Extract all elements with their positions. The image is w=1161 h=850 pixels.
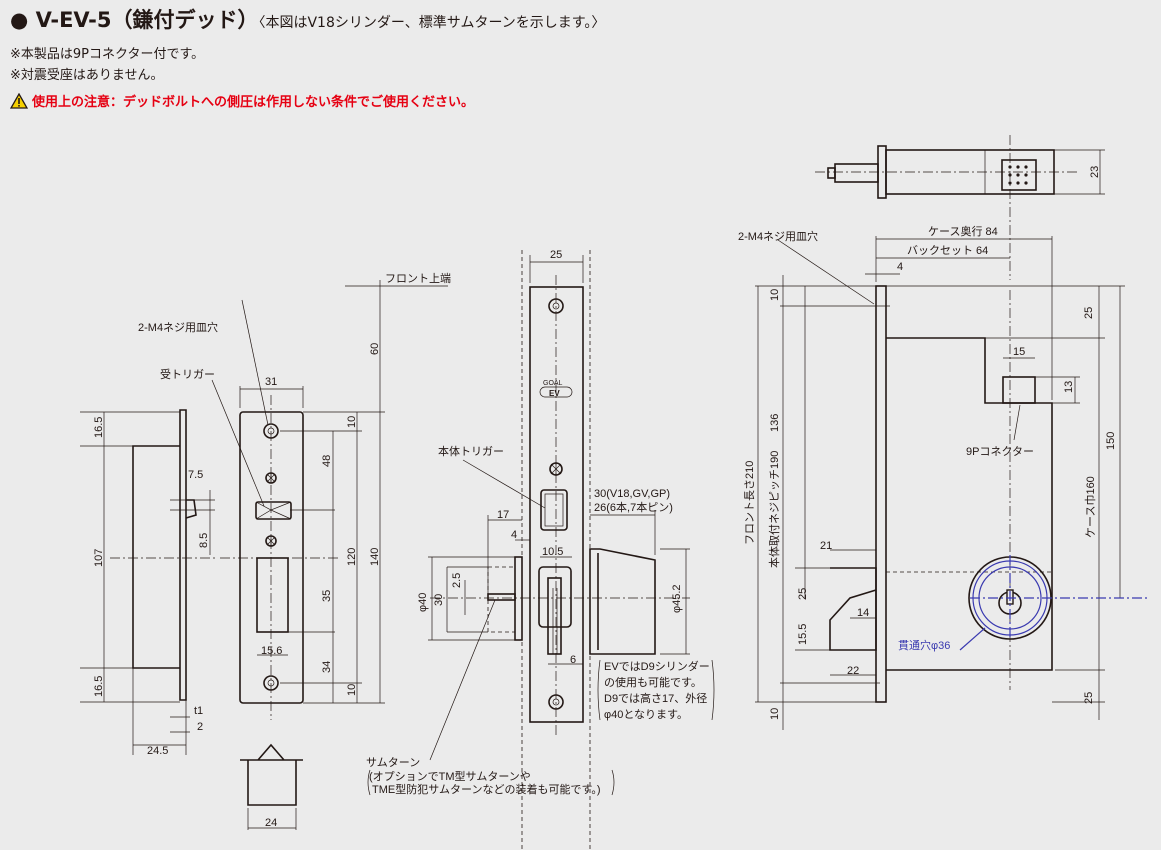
dim-case-bolt-h: 25	[797, 588, 809, 600]
dim-side-depth: 24.5	[147, 745, 168, 757]
dim-strike-window-h: 35	[321, 590, 333, 602]
strike-side-view	[80, 409, 215, 755]
dim-case-bolt-w: 21	[820, 540, 832, 552]
dim-case-to-bolt: 136	[769, 414, 781, 432]
dim-case-hook-l: 22	[847, 665, 859, 677]
page-title: ● V-EV-5（鎌付デッド）〈本図はV18シリンダー、標準サムターンを示します…	[10, 4, 605, 34]
label-cyl-len-1: 30(V18,GV,GP)	[594, 488, 670, 500]
dim-case-conn-w: 15	[1013, 346, 1025, 358]
thumbturn-note-line-1: サムターン	[366, 756, 420, 769]
dim-side-bottom: 16.5	[93, 676, 105, 697]
dim-side-t: t1	[194, 705, 203, 717]
dim-thumb-off: 4	[511, 529, 517, 541]
warning-text: 使用上の注意：デッドボルトへの側圧は作用しない条件でご使用ください。	[32, 95, 475, 110]
dim-case-hook-w: 14	[857, 607, 869, 619]
label-case-depth: ケース奥行 84	[928, 224, 998, 238]
dim-case-hook-h: 15.5	[797, 624, 809, 645]
label-receiver-trigger: 受トリガー	[160, 368, 215, 381]
label-body-trigger: 本体トリガー	[438, 444, 504, 458]
label-front-length: フロント長さ210	[743, 461, 756, 545]
note-connector: ※本製品は9Pコネクター付です。	[10, 47, 205, 62]
dim-case-top-25: 25	[1083, 307, 1095, 319]
dim-strike-pitch: 120	[346, 548, 358, 566]
label-backset: バックセット 64	[907, 244, 988, 257]
dim-strike-bottom: 10	[346, 684, 358, 696]
dim-strike-low: 34	[321, 661, 333, 673]
warning-line: 使用上の注意：デッドボルトへの側圧は作用しない条件でご使用ください。	[10, 91, 474, 110]
model-name: V-EV-5	[35, 8, 112, 32]
label-through-hole: 貫通穴φ36	[898, 638, 950, 652]
dim-side-trig-h: 8.5	[198, 533, 210, 548]
dim-thumb-len: 17	[497, 509, 509, 521]
title-bullet: ●	[10, 8, 29, 32]
ev-note-line-4: φ40となります。	[604, 708, 688, 721]
dim-case-bottom-25: 25	[1083, 692, 1095, 704]
dim-rose-d: φ40	[417, 593, 429, 612]
dim-rose-in: 30	[433, 594, 445, 606]
dim-strike-front-offset: 60	[369, 343, 381, 355]
logo-goal: GOAL	[543, 380, 563, 387]
label-front-top: フロント上端	[385, 272, 451, 285]
dim-strike-bottom-w: 24	[265, 817, 277, 829]
dim-bolt-w: 10.5	[542, 546, 563, 558]
label-screw-hole-left: 2-M4ネジ用皿穴	[138, 320, 218, 334]
dim-case-front-off: 4	[897, 261, 903, 273]
dim-side-mid: 107	[93, 549, 105, 567]
warning-triangle-icon	[10, 92, 28, 109]
label-cyl-len-2: 26(6本,7本ピン)	[594, 500, 673, 514]
dim-body-front-w: 25	[550, 249, 562, 261]
lock-front-view: GOAL EV	[367, 250, 715, 850]
dim-side-top: 16.5	[93, 417, 105, 438]
dim-case-bottom: 10	[769, 708, 781, 720]
thumbturn-note-line-2: (オプションでTM型サムターンや	[369, 769, 531, 783]
case-side-view	[755, 236, 1150, 730]
ev-note-line-2: の使用も可能です。	[604, 675, 702, 689]
strike-front-view	[211, 280, 448, 830]
dim-case-top: 10	[769, 289, 781, 301]
dim-case-150: 150	[1105, 432, 1117, 450]
dim-side-lip: 2	[197, 721, 203, 733]
dim-strike-window-w: 15.6	[261, 645, 282, 657]
label-screw-hole-right: 2-M4ネジ用皿穴	[738, 229, 818, 243]
model-paren: （鎌付デッド）	[111, 8, 259, 32]
thumbturn-note-line-3: TME型防犯サムターンなどの装着も可能です。)	[372, 782, 601, 796]
case-top-view	[815, 135, 1105, 280]
dim-case-conn-h: 13	[1063, 381, 1075, 393]
dim-bolt-off: 6	[570, 654, 576, 666]
dim-strike-total: 140	[369, 548, 381, 566]
subtitle: 〈本図はV18シリンダー、標準サムターンを示します。〉	[258, 15, 606, 31]
dim-conn-h-top: 23	[1089, 166, 1101, 178]
dim-cyl-d: φ45.2	[671, 584, 683, 613]
dim-strike-width: 31	[265, 376, 277, 388]
dim-side-trig-w: 7.5	[188, 469, 203, 481]
dim-strike-top: 10	[346, 416, 358, 428]
dim-spindle: 2.5	[451, 573, 463, 588]
ev-note-line-1: EVではD9シリンダー	[604, 659, 710, 673]
label-screw-pitch: 本体取付ネジピッチ190	[767, 451, 781, 568]
label-case-width: ケース巾160	[1083, 476, 1097, 538]
note-seismic: ※対震受座はありません。	[10, 68, 164, 83]
logo-ev: EV	[549, 389, 560, 398]
label-connector: 9Pコネクター	[966, 445, 1034, 458]
ev-note-line-3: D9では高さ17、外径	[604, 691, 707, 705]
dim-strike-trig: 48	[321, 455, 333, 467]
